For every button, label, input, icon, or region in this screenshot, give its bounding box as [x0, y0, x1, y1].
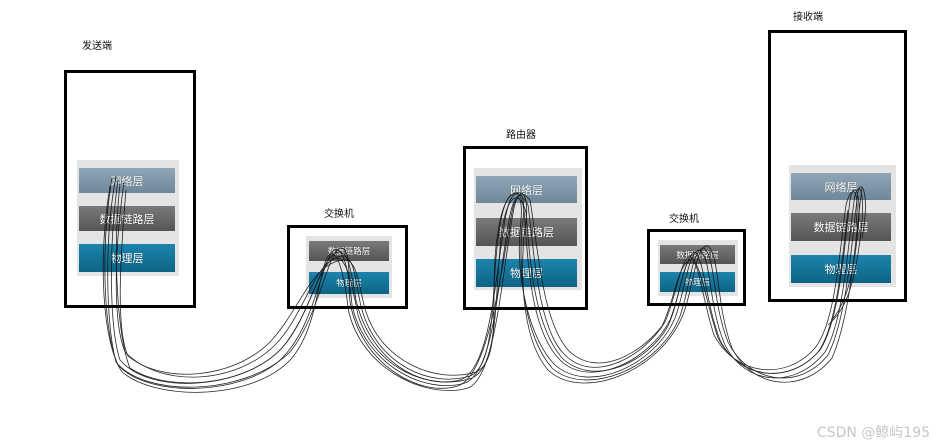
router-network-layer: 网络层 [476, 176, 577, 203]
sender-network-layer: 网络层 [79, 168, 175, 193]
receiver-network-layer: 网络层 [791, 173, 891, 200]
switch1-physical-layer: 物理层 [309, 272, 389, 294]
switch2-layer-stack: 数据链路层 物理层 [658, 240, 738, 296]
receiver-layer-stack: 网络层 数据链路层 物理层 [789, 165, 896, 287]
switch2-datalink-layer: 数据链路层 [660, 245, 735, 264]
sender-layer-stack: 网络层 数据链路层 物理层 [77, 160, 179, 276]
switch1-layer-stack: 数据链路层 物理层 [306, 236, 392, 298]
receiver-datalink-layer: 数据链路层 [791, 213, 891, 241]
receiver-title: 接收端 [793, 8, 823, 23]
switch2-title: 交换机 [669, 210, 699, 225]
router-title: 路由器 [506, 126, 536, 141]
router-layer-stack: 网络层 数据链路层 物理层 [474, 168, 582, 290]
receiver-physical-layer: 物理层 [791, 255, 891, 283]
watermark-text: CSDN @鲸屿195 [817, 422, 930, 442]
router-physical-layer: 物理层 [476, 259, 577, 287]
switch1-title: 交换机 [324, 205, 354, 220]
router-datalink-layer: 数据链路层 [476, 218, 577, 246]
switch2-physical-layer: 物理层 [660, 272, 735, 292]
sender-datalink-layer: 数据链路层 [79, 206, 175, 231]
sender-title: 发送端 [82, 37, 112, 52]
switch1-datalink-layer: 数据链路层 [309, 241, 389, 261]
sender-physical-layer: 物理层 [79, 244, 175, 272]
